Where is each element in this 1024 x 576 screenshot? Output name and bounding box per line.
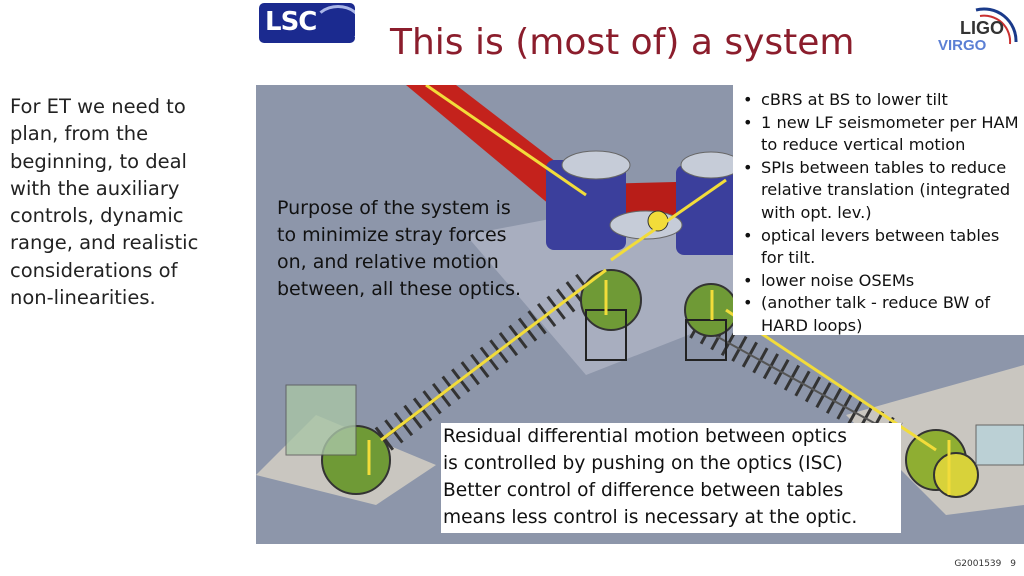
slide-title: This is (most of) a system	[390, 22, 855, 63]
lsc-swoosh-icon	[313, 5, 355, 43]
motion-arrows	[367, 280, 951, 495]
isolation-stage	[580, 269, 642, 331]
sidebar-text: For ET we need to plan, from the beginni…	[10, 95, 199, 310]
bullet-item: 1 new LF seismometer per HAM to reduce v…	[733, 112, 1024, 157]
ligo-logo-text: LIGO	[960, 18, 1004, 38]
chamber-dome	[561, 150, 631, 180]
bullet-list-box: cBRS at BS to lower tilt 1 new LF seismo…	[733, 85, 1024, 335]
support-frame	[685, 319, 727, 361]
ligo-arc-icon	[975, 7, 1018, 43]
bullet-item: cBRS at BS to lower tilt	[733, 89, 1024, 112]
bullet-item: SPIs between tables to reduce relative t…	[733, 157, 1024, 225]
vacuum-chamber	[676, 165, 746, 255]
residual-note-box: Residual differential motion between opt…	[441, 423, 901, 533]
virgo-logo-text: VIRGO	[938, 37, 987, 54]
lsc-logo-text: LSC	[265, 7, 317, 37]
page-number: 9	[1010, 559, 1016, 569]
residual-note-text: Residual differential motion between opt…	[443, 426, 858, 528]
glass-enclosure	[285, 384, 357, 456]
lsc-logo: LSC	[259, 3, 355, 43]
bullet-item: optical levers between tables for tilt.	[733, 225, 1024, 270]
ligo-arc-inner-icon	[979, 14, 1012, 45]
bullet-item: lower noise OSEMs	[733, 270, 1024, 293]
detector-drawing	[256, 85, 1024, 515]
bullet-list: cBRS at BS to lower tilt 1 new LF seismo…	[733, 89, 1024, 338]
purpose-text: Purpose of the system is to minimize str…	[277, 197, 522, 300]
bullet-item: (another talk - reduce BW of HARD loops)	[733, 292, 1024, 337]
ligo-virgo-logo: LIGO VIRGO	[938, 7, 1018, 54]
glass-enclosure	[975, 424, 1024, 466]
document-id: G2001539	[954, 559, 1002, 569]
chamber-dome	[680, 151, 742, 179]
beam-tube-red	[406, 85, 586, 210]
isolation-stage	[933, 452, 979, 498]
arm-tube-right	[689, 312, 903, 448]
slide-footer: G2001539 9	[948, 559, 1016, 569]
